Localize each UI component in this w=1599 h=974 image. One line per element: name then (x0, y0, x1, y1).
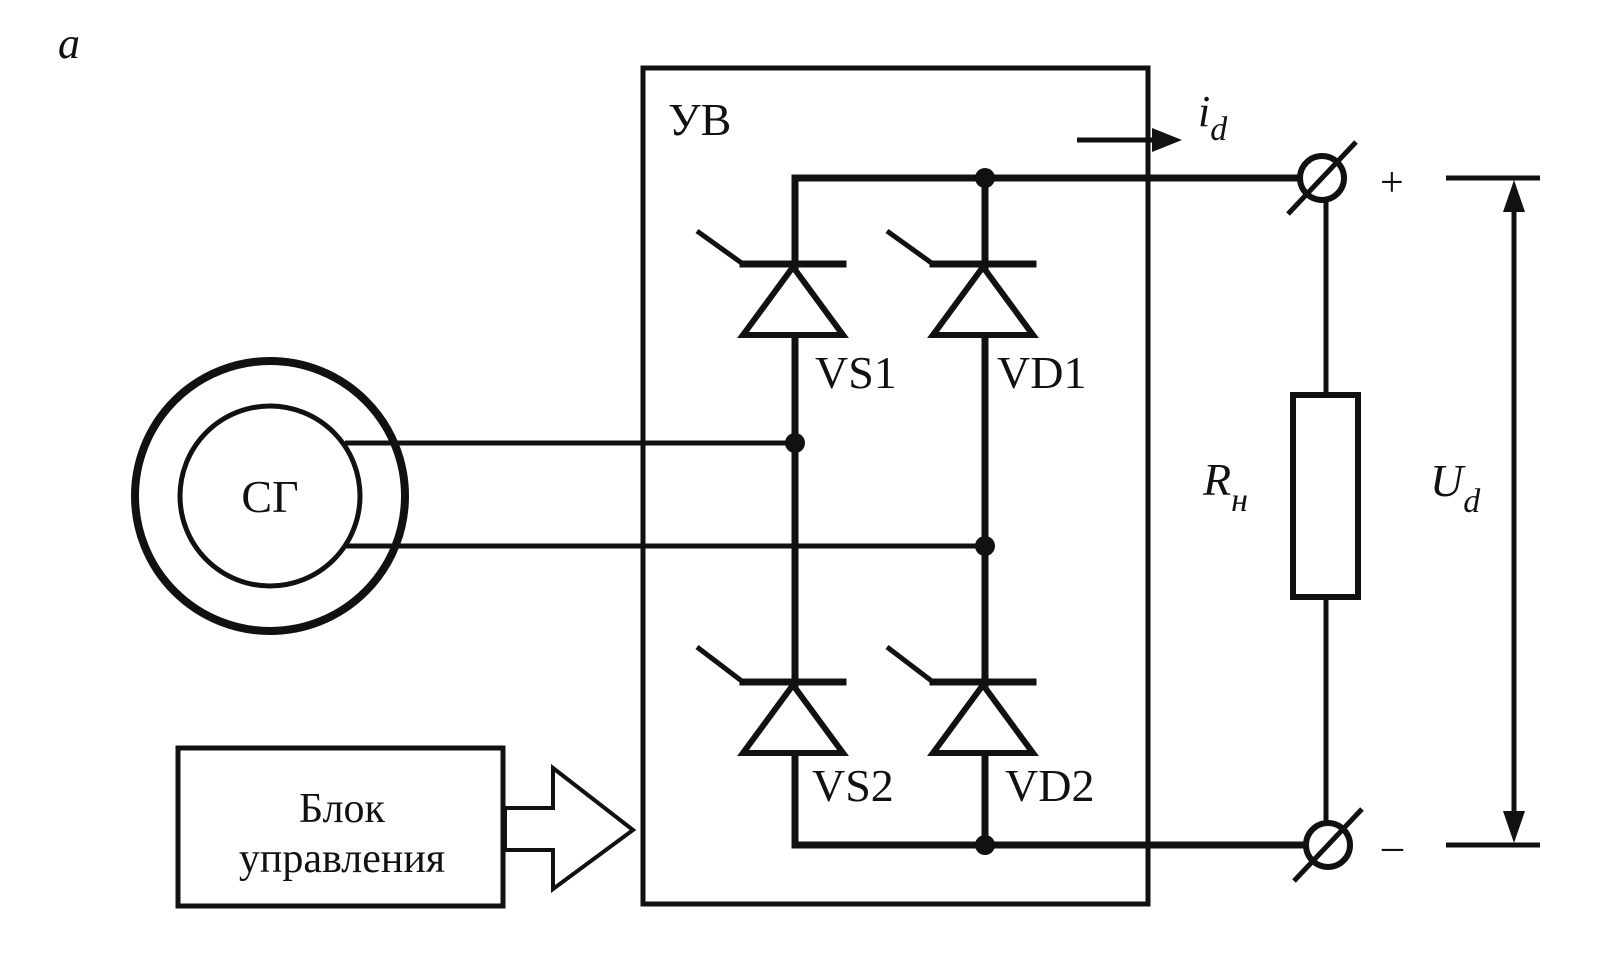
junction-dot-bottom (975, 835, 995, 855)
diode-vd1-symbol (885, 228, 1039, 338)
plus-sign: + (1380, 160, 1404, 206)
junction-dot-top (975, 168, 995, 188)
load-label: Rн (1202, 454, 1248, 519)
current-label: id (1198, 87, 1228, 148)
rectifier-block-label: УВ (668, 94, 731, 145)
thyristor-vs2-label: VS2 (812, 760, 894, 811)
current-arrow (1077, 128, 1182, 152)
voltage-arrow (1446, 175, 1540, 848)
positive-terminal (1286, 140, 1358, 216)
synchronous-generator: СГ (131, 357, 409, 635)
thyristor-vs2-symbol (695, 645, 849, 756)
diode-vd1-label: VD1 (997, 347, 1086, 398)
generator-outer-ring (131, 357, 409, 635)
junction-dot-right (975, 536, 995, 556)
generator-inner-ring (177, 403, 363, 589)
voltage-label: Ud (1430, 455, 1481, 520)
thyristor-vs1-symbol (695, 228, 849, 338)
minus-sign: – (1381, 824, 1404, 870)
rectifier-block-frame (640, 65, 1151, 907)
thyristor-vs1-label: VS1 (815, 347, 897, 398)
diode-vd2-symbol (885, 645, 1039, 756)
diode-vd2-label: VD2 (1005, 760, 1094, 811)
panel-letter: a (58, 19, 80, 68)
control-block-line2: управления (239, 836, 445, 882)
generator-label: СГ (241, 471, 298, 522)
junction-dot-left (785, 433, 805, 453)
control-signal-arrow (503, 763, 637, 893)
control-block-line1: Блок (299, 786, 386, 832)
load-resistor (1290, 392, 1361, 600)
